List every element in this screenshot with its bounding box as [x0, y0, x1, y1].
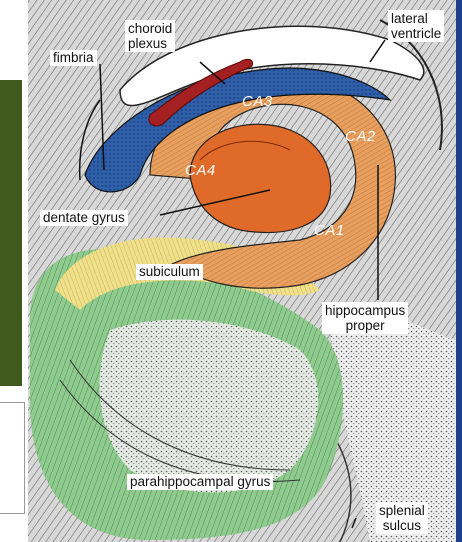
subiculum-label: subiculum: [136, 264, 203, 280]
hippocampus-proper-label: hippocampus proper: [322, 302, 408, 334]
ca2-label: CA2: [345, 128, 376, 145]
lateral-ventricle-label: lateral ventricle: [388, 10, 444, 42]
choroid-plexus-label: choroid plexus: [125, 20, 175, 52]
parahippocampal-gyrus-label: parahippocampal gyrus: [127, 474, 273, 490]
ca1-label: CA1: [314, 222, 345, 239]
ca3-label: CA3: [242, 93, 273, 110]
fimbria-label: fimbria: [50, 50, 97, 66]
dentate-gyrus-label: dentate gyrus: [40, 210, 128, 226]
ca4-label: CA4: [185, 162, 216, 179]
splenial-sulcus-label: splenial sulcus: [376, 502, 428, 534]
